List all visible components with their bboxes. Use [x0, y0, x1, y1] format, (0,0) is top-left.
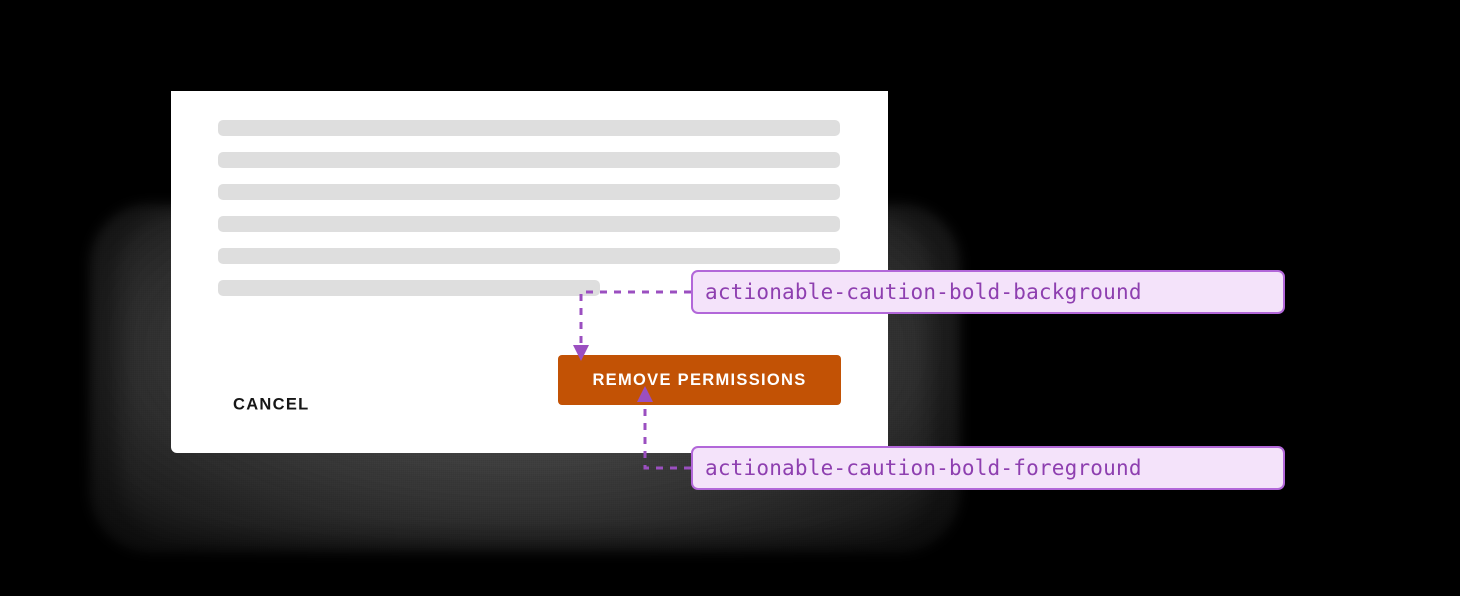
annotation-label-background: actionable-caution-bold-background [691, 270, 1285, 314]
skeleton-bar [218, 152, 840, 168]
skeleton-bar [218, 248, 840, 264]
skeleton-bar [218, 120, 840, 136]
remove-permissions-button[interactable]: REMOVE PERMISSIONS [558, 355, 841, 405]
skeleton-bar [218, 280, 600, 296]
modal-dialog: CANCEL REMOVE PERMISSIONS [171, 91, 888, 453]
annotation-token-text: actionable-caution-bold-foreground [705, 456, 1142, 480]
dialog-action-bar: CANCEL [171, 355, 888, 453]
skeleton-bar [218, 216, 840, 232]
dialog-body-skeleton [218, 120, 840, 312]
annotation-token-text: actionable-caution-bold-background [705, 280, 1142, 304]
cancel-button[interactable]: CANCEL [233, 395, 310, 414]
annotation-label-foreground: actionable-caution-bold-foreground [691, 446, 1285, 490]
skeleton-bar [218, 184, 840, 200]
